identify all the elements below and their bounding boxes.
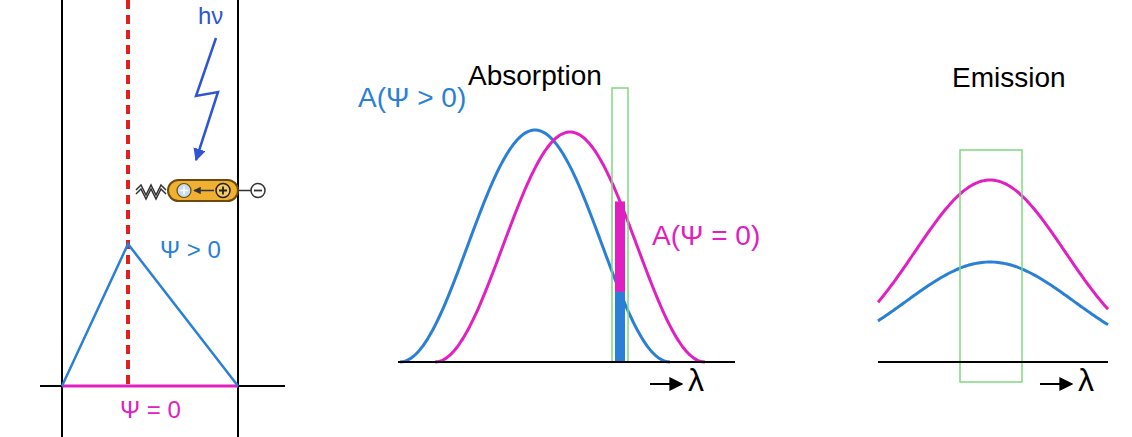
charge-symbol [219,187,227,195]
emission-curve [878,262,1108,325]
axis-label: λ [686,362,706,399]
well-wall [61,0,63,437]
charge-symbol [180,187,188,195]
axis-label: λ [1076,362,1096,399]
axis-arrow [650,383,682,385]
potential-triangle [62,244,238,386]
axis-arrow [1040,383,1072,385]
dashed-marker [126,0,130,386]
photon-bolt [196,38,218,160]
bond-line [238,190,251,192]
curve-label: A(Ψ > 0) [356,82,468,114]
emission-curve [878,180,1108,309]
absorption-bar [615,292,625,362]
charge-symbol [251,184,265,198]
axis-line [40,385,285,387]
absorption-curve [400,130,670,362]
charge-symbol [254,190,262,192]
potential-label: Ψ = 0 [118,396,183,424]
panel-title: Absorption [466,60,604,92]
photon-label: hν [196,2,225,30]
potential-zero-line [62,385,238,388]
charge-symbol [177,184,191,198]
curve-label: A(Ψ = 0) [650,220,762,252]
selection-window [612,88,628,362]
dye-capsule [168,180,238,201]
absorption-bar [615,201,625,291]
potential-label: Ψ > 0 [158,236,223,264]
panel-title: Emission [950,62,1068,94]
well-wall [237,0,239,437]
axis-line [878,361,1108,363]
selection-window [960,150,1022,382]
axis-line [398,361,735,363]
linker-zigzag [136,189,166,199]
dipole-arrow [194,190,214,192]
charge-symbol [216,184,230,198]
